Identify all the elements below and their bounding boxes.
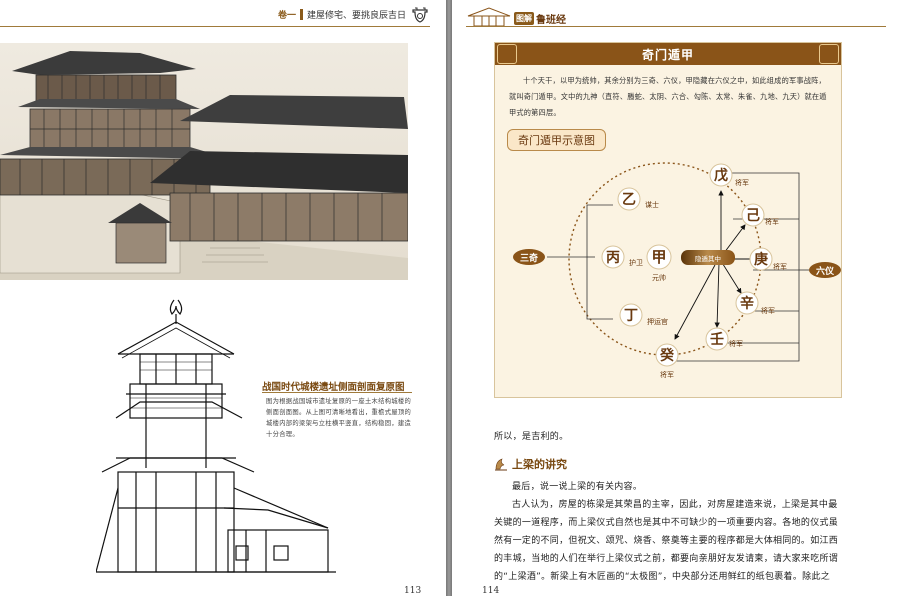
liuyi-label-badge (809, 262, 841, 278)
svg-text:将军: 将军 (735, 178, 749, 187)
center-node: 甲 元帅 (646, 244, 672, 282)
svg-text:己: 己 (746, 208, 760, 224)
box-header: 奇门遁甲 (495, 43, 841, 65)
section-paragraph-2: 古人认为，房屋的栋梁是其荣昌的主宰，因此，对房屋建造来说，上梁是其中最关键的一道… (494, 500, 839, 582)
header-badge: 图解 (514, 12, 534, 25)
svg-text:癸: 癸 (659, 347, 675, 364)
caption-rule (262, 392, 412, 393)
svg-text:丙: 丙 (606, 250, 620, 266)
chapter-title: 建屋修宅、要挑良辰吉日 (306, 11, 406, 21)
svg-text:庚: 庚 (754, 251, 768, 268)
svg-text:谋士: 谋士 (645, 200, 659, 209)
svg-text:将军: 将军 (773, 262, 787, 271)
right-page: 图解 鲁班经 奇门遁甲 十个天干，以甲为统帅，其余分别为三奇、六仪，甲隐藏在六仪… (452, 0, 898, 596)
header-rule (466, 26, 886, 27)
liuyi-node-geng: 庚 将军 (749, 247, 787, 271)
svg-text:将军: 将军 (660, 370, 674, 379)
right-running-header: 图解 鲁班经 (514, 11, 566, 26)
sanqi-node-yi: 乙 谋士 (617, 187, 659, 211)
sanqi-label: 三奇 (520, 252, 538, 264)
bronze-vessel-icon (412, 7, 428, 23)
section-heading: 上梁的讲究 (494, 456, 567, 472)
page-number-right: 114 (482, 586, 500, 596)
section-ornament-icon (495, 458, 507, 471)
qimen-box: 奇门遁甲 十个天干，以甲为统帅，其余分别为三奇、六仪，甲隐藏在六仪之中，如此组成… (494, 42, 842, 398)
svg-text:护卫: 护卫 (629, 258, 643, 267)
svg-text:丁: 丁 (624, 308, 638, 324)
sanqi-node-bing: 丙 护卫 (601, 245, 643, 269)
liuyi-node-gui: 癸 将军 (655, 343, 679, 379)
left-running-header: 卷一 建屋修宅、要挑良辰吉日 (278, 8, 406, 21)
header-bar (299, 9, 303, 20)
liuyi-node-ren: 壬 将军 (705, 327, 743, 351)
box-title: 奇门遁甲 (641, 47, 694, 62)
diagram-title: 奇门遁甲示意图 (507, 129, 606, 151)
center-role: 元帅 (652, 273, 666, 282)
liuyi-node-xin: 辛 将军 (735, 291, 775, 315)
qimen-diagram: 甲 元帅 隐遁其中 三奇 六仪 乙 谋士 丙 护卫 丁 (513, 162, 841, 379)
svg-text:押运官: 押运官 (647, 317, 668, 326)
chapter-label: 卷一 (277, 11, 296, 21)
hidden-label: 隐遁其中 (695, 254, 721, 263)
liuyi-node-wu: 戊 将军 (709, 163, 749, 187)
center-char: 甲 (651, 248, 666, 266)
section-paragraph-1: 最后，说一说上梁的有关内容。 (512, 482, 643, 492)
liuyi-node-ji: 己 将军 (741, 203, 779, 227)
line-after-box: 所以，是吉利的。 (494, 432, 569, 442)
liuyi-label: 六仪 (816, 265, 835, 277)
page-number-left: 113 (404, 586, 422, 596)
sanqi-node-ding: 丁 押运官 (619, 303, 668, 327)
svg-text:壬: 壬 (710, 331, 724, 348)
svg-text:辛: 辛 (740, 295, 754, 312)
book-title: 鲁班经 (536, 15, 566, 26)
section-title: 上梁的讲究 (512, 458, 567, 471)
box-intro-text: 十个天干，以甲为统帅，其余分别为三奇、六仪，甲隐藏在六仪之中，如此组成的军事战阵… (509, 76, 827, 117)
svg-text:戊: 戊 (714, 167, 728, 184)
left-page: 卷一 建屋修宅、要挑良辰吉日 (0, 0, 446, 596)
svg-text:将军: 将军 (729, 339, 743, 348)
sanqi-label-badge (513, 249, 545, 265)
hidden-arrow-band (681, 250, 735, 265)
corner-ornament-icon (819, 44, 839, 64)
svg-text:将军: 将军 (765, 217, 779, 226)
svg-text:乙: 乙 (622, 192, 636, 208)
book-gutter (446, 0, 452, 596)
header-rule (0, 26, 430, 27)
svg-text:将军: 将军 (761, 306, 775, 315)
caption-title: 战国时代城楼遗址侧面剖面复原图 (262, 382, 405, 393)
pavilion-logo-icon (467, 7, 511, 27)
tower-section-drawing (96, 299, 336, 573)
caption-body: 图为根据战国城市遗址复原的一座土木结构城楼的侧面剖面图。从上图可清晰地看出，重檐… (266, 398, 412, 438)
corner-ornament-icon (497, 44, 517, 64)
palace-painting (0, 43, 408, 280)
